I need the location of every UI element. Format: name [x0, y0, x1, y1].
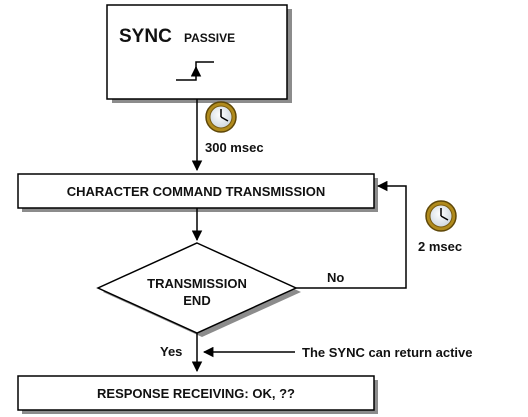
response-label: RESPONSE RECEIVING: OK, ??: [97, 386, 295, 401]
yes-branch-label: Yes: [160, 344, 182, 359]
timer-300-label: 300 msec: [205, 140, 264, 155]
clock-icon: [205, 101, 237, 133]
response-box: RESPONSE RECEIVING: OK, ??: [17, 375, 378, 414]
no-loop-connector: [296, 180, 407, 289]
decision-line2: END: [183, 293, 210, 308]
sync-return-note: The SYNC can return active: [302, 345, 473, 360]
clock-icon: [425, 200, 457, 232]
sync-passive-box: SYNC PASSIVE: [106, 4, 292, 103]
transmission-box: CHARACTER COMMAND TRANSMISSION: [17, 173, 378, 212]
transmission-label: CHARACTER COMMAND TRANSMISSION: [67, 184, 326, 199]
decision-line1: TRANSMISSION: [147, 276, 247, 291]
sync-state: PASSIVE: [184, 31, 235, 45]
timer-2-label: 2 msec: [418, 239, 462, 254]
no-branch-label: No: [327, 270, 344, 285]
transmission-end-decision: TRANSMISSION END: [96, 242, 301, 337]
sync-title: SYNC: [119, 26, 172, 47]
